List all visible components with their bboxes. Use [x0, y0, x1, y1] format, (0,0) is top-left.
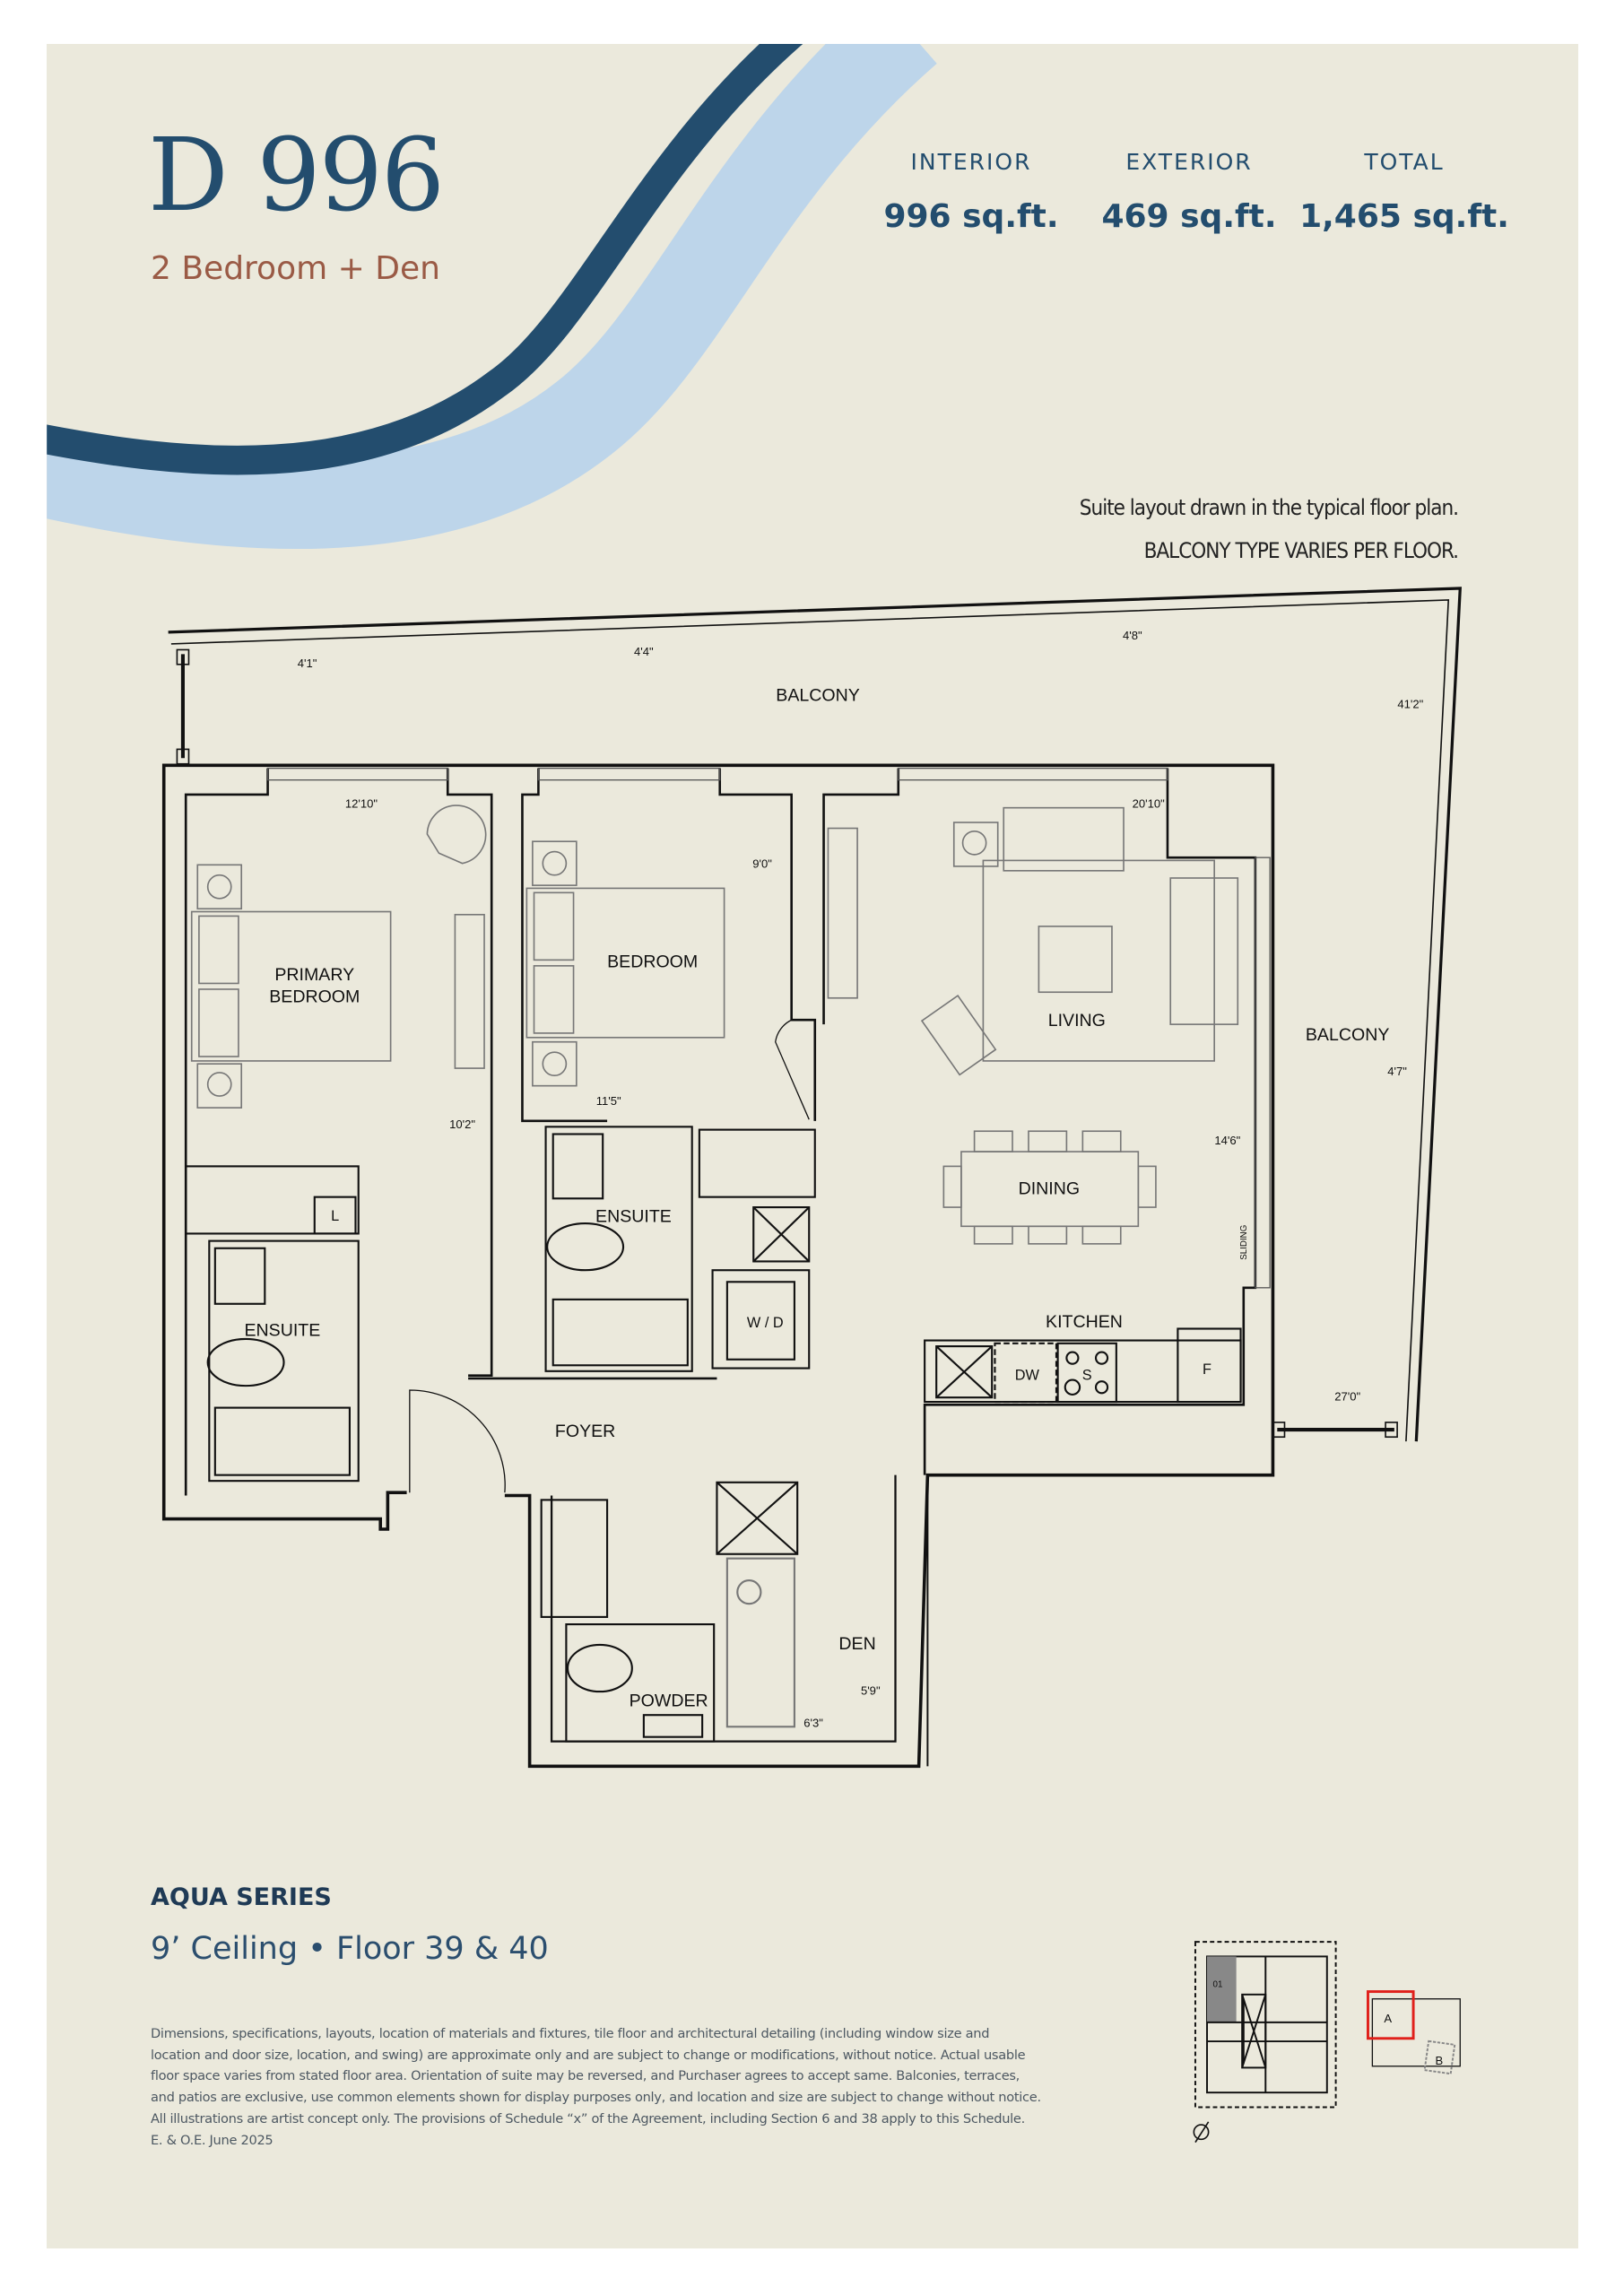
layout-note-line2: BALCONY TYPE VARIES PER FLOOR. [1143, 538, 1459, 563]
label-ensuite-bedroom: ENSUITE [595, 1206, 672, 1226]
building-a-highlight [1367, 1990, 1415, 2040]
label-washer-dryer: W / D [747, 1315, 784, 1331]
label-den: DEN [838, 1634, 875, 1654]
dim-balcony-4-4: 4'4" [634, 645, 654, 658]
label-fridge: F [1203, 1361, 1211, 1378]
area-interior-label: INTERIOR [910, 149, 1032, 175]
bathrooms-and-utility [185, 1019, 1242, 1743]
layout-note-line1: Suite layout drawn in the typical floor … [1079, 495, 1459, 520]
label-bedroom: BEDROOM [607, 952, 698, 972]
dim-den-5-9: 5'9" [861, 1683, 881, 1697]
dim-living-14-6: 14'6" [1214, 1134, 1240, 1147]
dim-balcony-4-8: 4'8" [1123, 629, 1142, 642]
dim-balcony-4-1: 4'1" [298, 657, 317, 670]
label-dishwasher: DW [1015, 1368, 1040, 1384]
unit-walls [161, 763, 1275, 1769]
dim-bedroom-11-5: 11'5" [596, 1094, 621, 1108]
windows [266, 767, 1271, 1289]
keyplan-unit-number: 01 [1213, 1980, 1223, 1990]
label-ensuite-primary: ENSUITE [244, 1321, 320, 1341]
area-exterior-label: EXTERIOR [1125, 149, 1253, 175]
unit-name: D 996 [148, 117, 445, 234]
disclaimer-line: All illustrations are artist concept onl… [151, 2110, 1025, 2126]
decorative-wave [47, 44, 937, 550]
unit-type: 2 Bedroom + Den [151, 250, 440, 287]
area-total-value: 1,465 sq.ft. [1299, 198, 1509, 235]
layout-note: Suite layout drawn in the typical floor … [1079, 486, 1459, 572]
disclaimer-line: floor space varies from stated floor are… [151, 2068, 1020, 2084]
room-labels: BALCONY BALCONY PRIMARY BEDROOM BEDROOM … [244, 686, 1389, 1711]
label-kitchen: KITCHEN [1046, 1312, 1123, 1332]
area-interior-value: 996 sq.ft. [883, 198, 1059, 235]
key-plan: 01 A B [1193, 1941, 1461, 2144]
ceiling-floor-info: 9’ Ceiling • Floor 39 & 40 [151, 1931, 549, 1967]
dim-primary-12-10: 12'10" [345, 797, 378, 811]
dim-balcony-4-7: 4'7" [1387, 1065, 1407, 1078]
dim-bedroom-9-0: 9'0" [752, 857, 772, 871]
area-total-label: TOTAL [1364, 149, 1445, 175]
label-dining: DINING [1019, 1178, 1080, 1198]
dim-balcony-41-2: 41'2" [1397, 698, 1423, 711]
area-exterior-value: 469 sq.ft. [1101, 198, 1277, 235]
fixtures [190, 804, 1239, 1245]
label-foyer: FOYER [555, 1422, 615, 1441]
dim-balcony-27-0: 27'0" [1334, 1389, 1360, 1403]
series-name: AQUA SERIES [151, 1883, 332, 1911]
label-linen: L [331, 1208, 339, 1224]
area-exterior: EXTERIOR 469 sq.ft. [1081, 149, 1297, 235]
label-balcony-right: BALCONY [1306, 1025, 1390, 1045]
disclaimer: Dimensions, specifications, layouts, loc… [151, 2023, 1142, 2151]
balcony-outline [168, 587, 1462, 1442]
floorplan-sheet [47, 44, 1578, 2248]
dim-den-6-3: 6'3" [803, 1716, 823, 1729]
area-interior: INTERIOR 996 sq.ft. [864, 149, 1079, 235]
label-balcony-top: BALCONY [776, 686, 860, 706]
dim-living-20-10: 20'10" [1133, 797, 1166, 811]
label-primary-bedroom-1: PRIMARY [274, 965, 354, 985]
keyplan-building-a: A [1384, 2012, 1392, 2025]
dimension-labels: 4'1" 4'4" 4'8" 41'2" 4'7" 27'0" 12'10" 1… [298, 629, 1424, 1729]
keyplan-building-b: B [1436, 2054, 1444, 2067]
disclaimer-line: and patios are exclusive, use common ele… [151, 2090, 1041, 2106]
disclaimer-line: E. & O.E. June 2025 [151, 2132, 274, 2148]
label-living: LIVING [1048, 1011, 1106, 1031]
area-total: TOTAL 1,465 sq.ft. [1297, 149, 1512, 235]
disclaimer-line: location and door size, location, and sw… [151, 2047, 1026, 2063]
disclaimer-line: Dimensions, specifications, layouts, loc… [151, 2026, 990, 2041]
label-stove: S [1082, 1368, 1092, 1384]
keyplan-unit-highlight [1207, 1956, 1237, 2022]
label-sliding: SLIDING [1239, 1225, 1249, 1260]
label-primary-bedroom-2: BEDROOM [269, 987, 360, 1007]
label-powder: POWDER [630, 1691, 708, 1710]
dim-primary-10-2: 10'2" [449, 1118, 475, 1131]
